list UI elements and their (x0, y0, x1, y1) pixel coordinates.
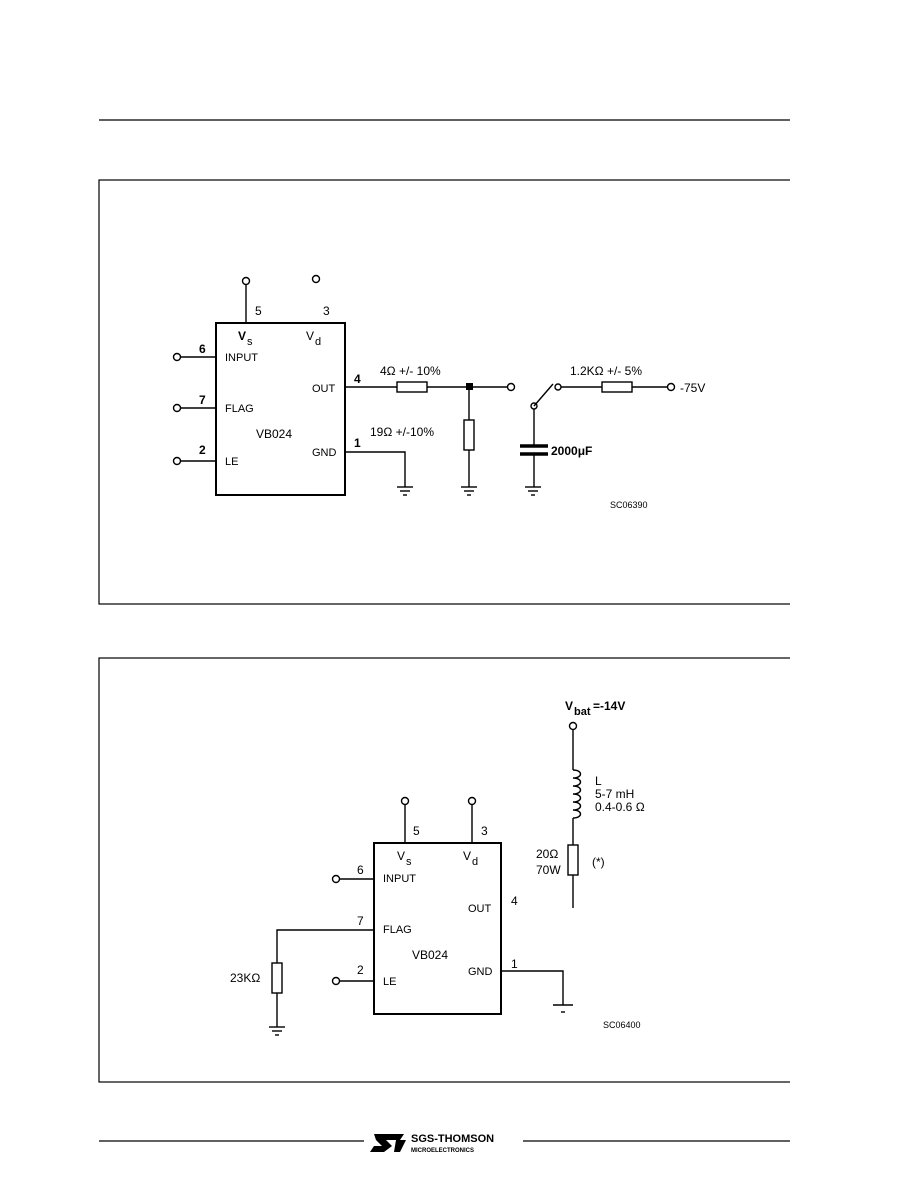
cap-label: 2000μF (551, 444, 592, 458)
ground-icon (553, 1004, 573, 1013)
vd-terminal (467, 796, 477, 806)
le-terminal (172, 456, 182, 466)
pin-input-number: 6 (199, 342, 206, 356)
flag-terminal (172, 403, 182, 413)
load-resistor (567, 844, 579, 876)
diagram-2-frame (98, 657, 800, 1083)
vd-label: V (306, 329, 314, 343)
flag-label: FLAG (383, 924, 412, 936)
footer-sub: MICROELECTRONICS (411, 1148, 474, 1154)
input-terminal (172, 352, 182, 362)
pin-flag-number: 7 (199, 393, 206, 407)
pin-out-number: 4 (354, 372, 361, 386)
vd-label-sub: d (315, 336, 321, 348)
capacitor-icon (520, 444, 548, 456)
load-wattage: 70W (536, 863, 561, 877)
pin-input-number: 6 (357, 863, 364, 877)
vbat-value: =-14V (593, 699, 625, 713)
pin-vd-number: 3 (481, 824, 488, 838)
vs-label-sub: s (406, 856, 412, 868)
le-terminal (331, 976, 341, 986)
input-label: INPUT (225, 352, 258, 364)
vs-terminal (400, 796, 410, 806)
ground-icon (461, 486, 477, 496)
vd-label: V (463, 849, 471, 863)
diagram-2-code: SC06400 (603, 1020, 641, 1030)
pin-vs-number: 5 (413, 824, 420, 838)
vs-label: V (397, 849, 405, 863)
gnd-label: GND (312, 447, 337, 459)
flag-label: FLAG (225, 403, 254, 415)
vs-label-sub: s (247, 336, 253, 348)
supply-terminal (666, 382, 676, 392)
ground-icon (269, 1026, 285, 1036)
r1-label: 4Ω +/- 10% (380, 364, 441, 378)
vd-terminal (311, 274, 321, 284)
vbat-terminal (568, 721, 578, 731)
vd-label-sub: d (472, 856, 478, 868)
pin-vs-number: 5 (255, 304, 262, 318)
note-marker: (*) (592, 855, 605, 869)
diagram-1-code: SC06390 (610, 500, 648, 510)
inductor-icon (572, 769, 582, 819)
flag-resistor-label: 23KΩ (230, 971, 260, 985)
diagram-2: 5 3 V s V d 6 INPUT 7 FLAG 23KΩ 2 LE VB0… (98, 653, 810, 1088)
chip-body (215, 322, 346, 496)
st-logo (370, 1134, 406, 1152)
switch-icon (530, 383, 554, 410)
le-label: LE (383, 976, 396, 988)
out-label: OUT (468, 903, 492, 915)
pin-out-number: 4 (511, 894, 518, 908)
chip-body (373, 842, 502, 1015)
inductor-name: L (595, 774, 602, 788)
vbat-label-sub: bat (574, 706, 591, 718)
resistor-19ohm (463, 419, 475, 451)
ground-icon (397, 486, 413, 496)
vs-label: V (238, 329, 246, 343)
inductor-resistance: 0.4-0.6 Ω (595, 800, 645, 814)
resistor-23k (271, 962, 283, 994)
pin-gnd-number: 1 (511, 957, 518, 971)
r2-label: 19Ω +/-10% (370, 425, 434, 439)
inductor-value: 5-7 mH (595, 787, 634, 801)
pin-vd-number: 3 (323, 304, 330, 318)
vs-terminal (241, 276, 251, 286)
load-resistance: 20Ω (536, 847, 558, 861)
r3-label: 1.2KΩ +/- 5% (570, 364, 642, 378)
supply-label: -75V (680, 381, 705, 395)
input-terminal (331, 874, 341, 884)
vbat-label: V (565, 699, 573, 713)
out-label: OUT (312, 383, 336, 395)
footer-brand: SGS-THOMSON (411, 1133, 494, 1145)
pin-flag-number: 7 (357, 914, 364, 928)
resistor-4ohm (396, 381, 428, 393)
gnd-label: GND (468, 966, 493, 978)
pin-le-number: 2 (199, 443, 206, 457)
chip-name: VB024 (256, 427, 292, 441)
footer: SGS-THOMSON MICROELECTRONICS (99, 1133, 790, 1154)
pin-le-number: 2 (357, 963, 364, 977)
chip-name: VB024 (412, 948, 448, 962)
ground-icon (525, 486, 541, 496)
resistor-1k2 (601, 381, 633, 393)
out-terminal (506, 382, 516, 392)
diagram-1: 5 3 V s V d 6 INPUT 7 FLAG 2 LE VB024 OU… (98, 175, 810, 610)
input-label: INPUT (383, 873, 416, 885)
pin-gnd-number: 1 (354, 436, 361, 450)
le-label: LE (225, 456, 238, 468)
